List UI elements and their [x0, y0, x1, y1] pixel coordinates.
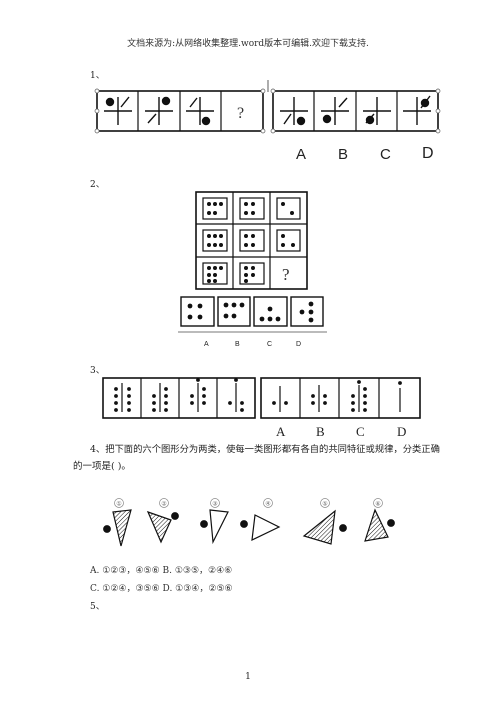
q3-option-a-label: A [276, 424, 286, 439]
q4-figure-label-1: ① [116, 501, 121, 508]
q2-option-b-label: B [235, 341, 240, 348]
q2-option-d-label: D [296, 341, 302, 348]
question-3-number: 3、 [90, 366, 105, 376]
document-header: 文档来源为:从网络收集整理.word版本可编辑.欢迎下载支持. [127, 39, 369, 49]
page-number: 1 [245, 672, 251, 682]
q2-option-a-label: A [204, 341, 209, 348]
q1-option-c-label: C [380, 146, 391, 163]
q4-question-line-2: 的一项是( )。 [73, 461, 131, 472]
question-3-figure [102, 377, 421, 419]
q2-question-mark: ? [282, 265, 290, 284]
q3-option-c-label: C [356, 424, 365, 439]
q4-choices-line-2: C. ①②④，③⑤⑥ D. ①③④，②⑤⑥ [90, 584, 233, 594]
q4-figure-label-6: ⑥ [375, 501, 380, 508]
question-1-number: 1、 [90, 71, 105, 81]
question-2-figure: ? [178, 191, 327, 333]
q4-choices-line-1: A. ①②③，④⑤⑥ B. ①③⑤，②④⑥ [90, 566, 233, 576]
q4-figure-label-5: ⑤ [322, 501, 327, 508]
q3-option-b-label: B [316, 424, 325, 439]
q3-option-d-label: D [397, 424, 407, 439]
q2-option-c-label: C [267, 341, 273, 348]
q1-option-d-label: D [422, 145, 434, 162]
q4-figure-label-3: ③ [212, 501, 217, 508]
question-4-figure: ① ② ③ ④ ⑤ ⑥ [103, 498, 395, 547]
q1-question-mark: ? [237, 105, 244, 122]
question-5-number: 5、 [90, 602, 105, 612]
question-2-number: 2、 [90, 180, 105, 190]
q1-option-a-label: A [296, 146, 307, 163]
q1-option-b-label: B [338, 146, 349, 163]
question-1-figure: ? [94, 80, 441, 134]
q4-question-line-1: 4、把下面的六个图形分为两类，使每一类图形都有各自的共同特征或规律，分类正确 [90, 444, 440, 455]
q4-figure-label-2: ② [161, 501, 167, 508]
q4-figure-label-4: ④ [265, 501, 270, 508]
